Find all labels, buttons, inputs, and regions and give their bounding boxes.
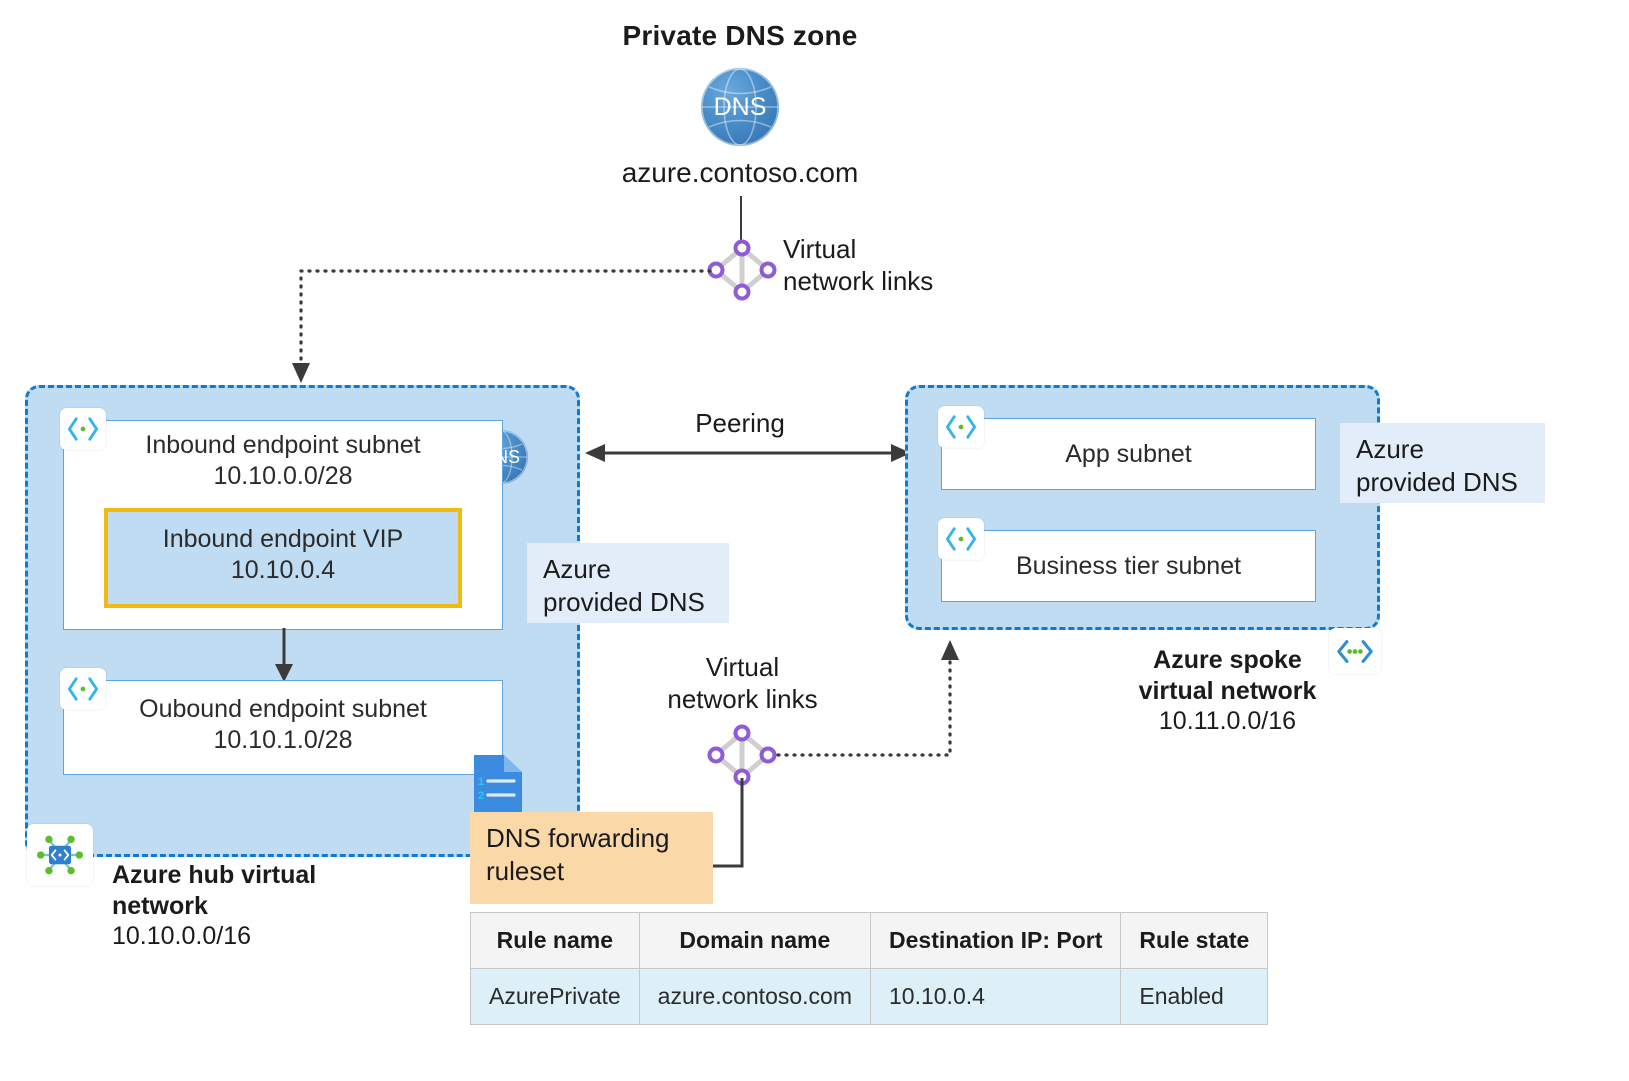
inbound-subnet-cidr: 10.10.0.0/28: [213, 462, 353, 490]
peering-label: Peering: [695, 408, 785, 438]
zone-domain-label: azure.contoso.com: [621, 157, 859, 188]
subnet-chevron-icon: [945, 415, 977, 439]
outbound-subnet-cidr: 10.10.1.0/28: [213, 726, 353, 754]
vnet-links-label-bottom-line1: Virtual: [705, 652, 780, 682]
virtual-network-icon-hub: [27, 824, 93, 886]
vnet-node-icon: [37, 835, 83, 875]
cell-domain-name: azure.contoso.com: [638, 968, 872, 1025]
vnet-links-label-top: Virtual network links: [783, 234, 1033, 297]
links-to-spoke-connector: [776, 640, 959, 757]
column-header-rule-name: Rule name: [470, 912, 640, 969]
hub-dns-globe-label: DNS: [481, 446, 520, 467]
column-header-rule-state: Rule state: [1120, 912, 1269, 969]
page-title: Private DNS zone: [622, 20, 858, 51]
links-to-hub-connector: [292, 269, 712, 383]
app-subnet: App subnet: [941, 418, 1316, 490]
spoke-vnet-cidr: 10.11.0.0/16: [1158, 707, 1297, 735]
document-list-icon: 1 2: [474, 755, 522, 813]
hub-vnet-cidr: 10.10.0.0/16: [112, 922, 252, 950]
vnet-links-label-top-line1: Virtual: [783, 234, 857, 264]
hub-vnet-name-line1: Azure hub virtual: [112, 861, 317, 889]
peering-arrow: [585, 444, 911, 462]
vnet-links-label-top-line2: network links: [783, 265, 934, 296]
cell-destination: 10.10.0.4: [869, 968, 1122, 1025]
outbound-endpoint-subnet: [63, 680, 503, 775]
hub-callout-line2: provided DNS: [543, 586, 705, 617]
hub-azure-provided-dns-callout: Azure provided DNS: [527, 543, 729, 623]
hub-vnet-name-line2: network: [112, 891, 208, 920]
column-header-domain-name: Domain name: [638, 912, 872, 969]
inbound-subnet-name: Inbound endpoint subnet: [145, 431, 421, 459]
spoke-vnet-name-line2: virtual network: [1138, 676, 1317, 705]
subnet-icon-app: [938, 406, 984, 448]
app-subnet-label: App subnet: [1065, 439, 1192, 468]
subnet-icon-outbound: [60, 668, 106, 710]
business-tier-subnet: Business tier subnet: [941, 530, 1316, 602]
subnet-chevron-icon: [67, 677, 99, 701]
vnet-links-label-bottom: Virtual network links: [640, 652, 845, 715]
outbound-endpoint-subnet-label: Oubound endpoint subnet 10.10.1.0/28: [63, 694, 503, 756]
globe-lines-icon: [701, 68, 779, 146]
spoke-vnet-label: Azure spoke virtual network 10.11.0.0/16: [1030, 645, 1425, 737]
svg-text:1: 1: [478, 776, 484, 788]
vnet-chevron-dots-icon: [1337, 639, 1373, 663]
table-row: AzurePrivate azure.contoso.com 10.10.0.4…: [470, 968, 1269, 1025]
inbound-endpoint-vip: [104, 508, 462, 608]
dns-forwarding-rules-table: Rule name Domain name Destination IP: Po…: [470, 912, 1269, 1025]
virtual-network-icon-spoke: [1329, 628, 1381, 674]
table-header-row: Rule name Domain name Destination IP: Po…: [470, 912, 1269, 969]
virtual-network-links-icon-bottom: [707, 724, 777, 786]
inbound-endpoint-vip-label: Inbound endpoint VIP 10.10.0.4: [104, 524, 462, 586]
inbound-endpoint-subnet-label: Inbound endpoint subnet 10.10.0.0/28: [63, 430, 503, 492]
inbound-vip-ip: 10.10.0.4: [230, 556, 336, 584]
vnet-links-label-bottom-line2: network links: [667, 683, 818, 714]
hub-callout-line1: Azure: [543, 554, 611, 584]
ruleset-label-line1: DNS forwarding: [486, 823, 670, 853]
cell-rule-state: Enabled: [1120, 968, 1269, 1025]
cell-rule-name: AzurePrivate: [470, 968, 640, 1025]
spoke-azure-provided-dns-callout: Azure provided DNS: [1340, 423, 1545, 503]
subnet-chevron-icon: [945, 527, 977, 551]
spoke-callout-line2: provided DNS: [1356, 466, 1518, 497]
spoke-callout-line1: Azure: [1356, 434, 1424, 464]
column-header-destination: Destination IP: Port: [869, 912, 1122, 969]
zone-to-links-line: [740, 196, 742, 244]
dns-globe-label: DNS: [713, 92, 767, 121]
hub-vnet-label: Azure hub virtual network 10.10.0.0/16: [112, 860, 462, 952]
inbound-vip-name: Inbound endpoint VIP: [162, 525, 404, 553]
dns-forwarding-ruleset-callout: DNS forwarding ruleset: [470, 812, 713, 904]
ruleset-label-line2: ruleset: [486, 855, 565, 886]
spoke-vnet-name-line1: Azure spoke: [1153, 646, 1302, 674]
inbound-to-outbound-arrow: [275, 628, 293, 682]
subnet-chevron-icon: [67, 417, 99, 441]
rules-table-container: Rule name Domain name Destination IP: Po…: [470, 912, 1269, 1025]
outbound-subnet-name: Oubound endpoint subnet: [139, 695, 427, 723]
dns-globe-icon: DNS: [701, 68, 779, 146]
business-tier-subnet-label: Business tier subnet: [1015, 551, 1242, 580]
links-to-ruleset-line: [700, 778, 744, 868]
svg-text:2: 2: [478, 790, 484, 802]
subnet-icon-business: [938, 518, 984, 560]
subnet-icon-inbound: [60, 408, 106, 450]
virtual-network-links-icon: [707, 239, 777, 301]
